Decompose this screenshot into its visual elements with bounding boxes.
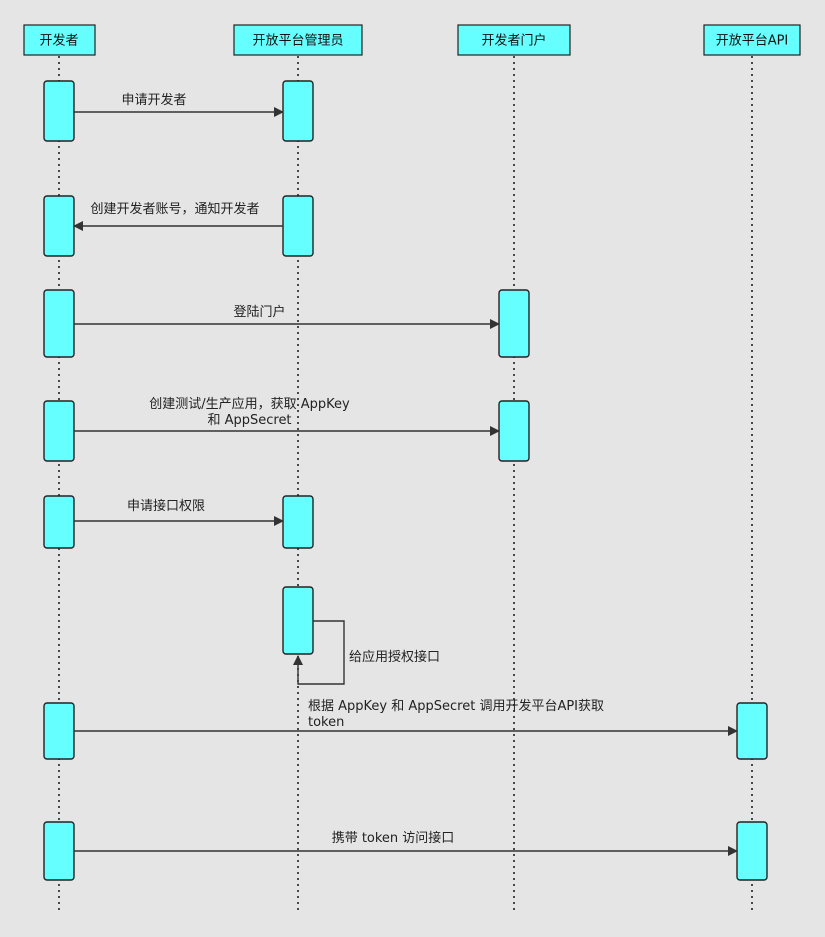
participant-label: 开放平台管理员: [252, 34, 343, 49]
activation-admin: [282, 195, 314, 257]
participant-label: 开放平台API: [716, 34, 789, 49]
activation-dev: [43, 702, 75, 760]
participant-label: 开发者: [39, 33, 78, 49]
activation-portal: [498, 400, 530, 462]
message-label-line: 申请接口权限: [127, 498, 205, 514]
activation-admin: [282, 80, 314, 142]
message-label: 携带 token 访问接口: [332, 830, 455, 846]
activation-dev: [43, 195, 75, 257]
message-label: 登陆门户: [233, 304, 285, 320]
message-label: 申请开发者: [121, 92, 186, 108]
message-2: 创建开发者账号，通知开发者: [73, 201, 283, 231]
participant-box: [23, 24, 96, 56]
activation-api: [736, 821, 768, 881]
message-3: 登陆门户: [74, 304, 500, 329]
activation-dev: [43, 400, 75, 462]
participant-box: [703, 24, 801, 56]
message-label-line: token: [308, 715, 344, 730]
message-label-line: 创建测试/生产应用，获取 AppKey: [149, 396, 350, 412]
participant-portal: 开发者门户: [457, 24, 571, 56]
activation-api: [736, 702, 768, 760]
message-label: 给应用授权接口: [349, 649, 440, 665]
message-label-line: 根据 AppKey 和 AppSecret 调用开发平台API获取: [308, 698, 604, 714]
message-label-line: 和 AppSecret: [207, 413, 291, 428]
message-5: 申请接口权限: [74, 498, 284, 526]
message-label-line: 给应用授权接口: [349, 649, 440, 665]
participant-label: 开发者门户: [481, 33, 546, 49]
activation-admin: [282, 586, 314, 655]
participant-box: [233, 24, 363, 56]
message-6: 给应用授权接口: [293, 620, 440, 685]
message-arrow: [293, 620, 345, 685]
message-8: 携带 token 访问接口: [74, 830, 738, 856]
message-label-line: 登陆门户: [233, 304, 285, 320]
activation-dev: [43, 821, 75, 881]
message-label-line: 申请开发者: [121, 92, 186, 108]
message-label: 申请接口权限: [127, 498, 205, 514]
activation-admin: [282, 495, 314, 549]
message-label: 创建开发者账号，通知开发者: [90, 201, 259, 217]
activation-portal: [498, 289, 530, 358]
activation-dev: [43, 80, 75, 142]
activation-dev: [43, 495, 75, 549]
activation-dev: [43, 289, 75, 358]
participant-dev: 开发者: [23, 24, 96, 56]
participant-admin: 开放平台管理员: [233, 24, 363, 56]
message-label-line: 创建开发者账号，通知开发者: [90, 201, 259, 217]
participant-box: [457, 24, 571, 56]
message-1: 申请开发者: [74, 92, 284, 117]
participant-api: 开放平台API: [703, 24, 801, 56]
message-label-line: 携带 token 访问接口: [332, 830, 455, 846]
